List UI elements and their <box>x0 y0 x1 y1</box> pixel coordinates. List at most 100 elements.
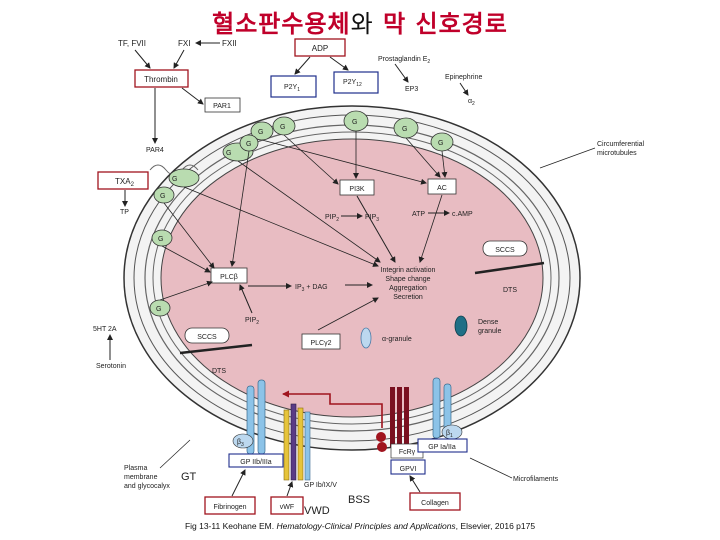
par4-label: PAR4 <box>146 147 164 154</box>
cellular-response: Integrin activation Shape change Aggrega… <box>381 267 436 301</box>
thrombin-label: Thrombin <box>144 75 178 84</box>
svg-text:G: G <box>258 129 263 136</box>
vwf-label: vWF <box>280 504 294 511</box>
fxi-label: FXI <box>178 39 190 48</box>
pip3-label: PIP3 <box>365 214 379 223</box>
slide-title: 혈소판수용체와 막 신호경로 <box>0 4 720 39</box>
adp-box <box>294 38 346 57</box>
vwd-label: VWD <box>304 505 330 517</box>
svg-text:G: G <box>158 236 163 243</box>
pip2-to-plcb-arrow <box>239 284 253 314</box>
p2y1-label: P2Y1 <box>284 84 300 93</box>
epinephrine-label: Epinephrine <box>445 74 482 81</box>
microfilaments-pointer <box>469 457 513 479</box>
dense-granule-label-1: Dense <box>478 319 498 326</box>
gp-iib-iiia-label: GP IIb/IIIa <box>240 459 271 466</box>
microtubule-ring-inner <box>152 131 552 425</box>
adp-to-p2y1-arrow <box>294 56 311 75</box>
svg-text:G: G <box>402 126 407 133</box>
gpvi-label: GPVI <box>400 466 417 473</box>
svg-text:G: G <box>352 119 357 126</box>
plasma-label-1: Plasma <box>124 465 147 472</box>
ht2a-label: 5HT 2A <box>93 326 117 333</box>
gt-label: GT <box>181 471 197 483</box>
gp-iib-iiia-box <box>228 453 284 468</box>
pip2-label-b: PIP2 <box>245 317 259 326</box>
collagen-box <box>409 492 461 511</box>
svg-text:G: G <box>226 150 231 157</box>
beta3-right-label: β1 <box>446 430 453 439</box>
gpvi-box <box>390 459 426 475</box>
svg-text:Secretion: Secretion <box>393 294 423 301</box>
cytoplasm <box>160 138 544 418</box>
pi3k-label: PI3K <box>349 186 365 193</box>
txa2-box <box>97 171 149 190</box>
tf-to-thrombin-arrow <box>134 49 151 69</box>
collagen-arrow <box>409 475 421 493</box>
adp-label: ADP <box>312 44 328 53</box>
ep3-label: EP3 <box>405 86 418 93</box>
atp-label: ATP <box>412 211 425 218</box>
signaling-arrows <box>159 131 448 331</box>
vwf-box <box>270 496 304 515</box>
gp-ib-label: GP Ib/IX/V <box>304 482 337 489</box>
sccs-box-left <box>184 327 230 344</box>
dts-bar-right <box>474 261 545 275</box>
title-red-tail: 막 신호경로 <box>383 10 508 38</box>
plcg2-box <box>301 333 341 350</box>
g-proteins: G G G G G G G G G G G <box>149 110 454 317</box>
beta3-left-ellipse <box>232 433 254 449</box>
vwf-arrow <box>286 481 294 497</box>
svg-text:G: G <box>280 124 285 131</box>
svg-text:Integrin activation: Integrin activation <box>381 267 436 274</box>
par1-label: PAR1 <box>213 103 231 110</box>
alpha-granule-label: α-granule <box>382 336 412 343</box>
plasma-label-3: and glycocalyx <box>124 483 170 490</box>
dts-label-right: DTS <box>503 287 517 294</box>
circumferential-label: Circumferential <box>597 141 645 148</box>
collagen-label: Collagen <box>421 500 449 507</box>
beta3-left-label: β3 <box>237 439 244 448</box>
microtubules-pointer <box>539 147 596 169</box>
fibrinogen-arrow <box>231 469 246 497</box>
dts-bar-left <box>179 343 253 355</box>
microfilaments-label: Microfilaments <box>513 476 559 483</box>
svg-text:Aggregation: Aggregation <box>389 285 427 292</box>
serotonin-label: Serotonin <box>96 363 126 370</box>
svg-text:G: G <box>246 141 251 148</box>
prostaglandin-label: Prostaglandin E2 <box>378 56 430 65</box>
fibrinogen-label: Fibrinogen <box>213 504 246 511</box>
gp-ib-ix-v-receptor <box>283 403 311 481</box>
sccs-box-right <box>482 240 528 257</box>
p2y1-box <box>270 75 317 98</box>
ip3-dag-label: IP3 + DAG <box>295 284 328 293</box>
fxi-to-thrombin-arrow <box>173 49 185 69</box>
title-black-part: 와 <box>350 10 374 38</box>
p2y12-box <box>333 71 379 94</box>
camp-label: c.AMP <box>452 211 473 218</box>
fxii-label: FXII <box>222 39 237 48</box>
pi3k-to-response-arrow <box>356 195 396 263</box>
thrombin-box <box>134 69 189 88</box>
alpha2-label: α2 <box>468 98 475 107</box>
p2y12-label: P2Y12 <box>343 79 362 88</box>
ac-box <box>427 178 457 195</box>
plasma-label-2: membrane <box>124 474 158 481</box>
fibrinogen-box <box>204 496 256 515</box>
tf-fvii-label: TF, FVII <box>118 39 146 48</box>
gp-ia-iia-receptor <box>432 377 452 439</box>
plasma-pointer <box>159 439 191 469</box>
adp-to-p2y12-arrow <box>329 56 349 71</box>
pip2-label-a: PIP2 <box>325 214 339 223</box>
plcb-label: PLCβ <box>220 274 238 281</box>
highlight-red-arrow <box>282 390 383 428</box>
thrombin-to-par1-arrow <box>181 87 204 105</box>
epi-to-alpha2-arrow <box>459 82 469 96</box>
alpha-granule <box>360 327 372 349</box>
svg-text:G: G <box>172 176 177 183</box>
plcb-box <box>210 267 248 284</box>
pi3k-box <box>339 179 375 196</box>
fcr-label: FcRγ <box>399 449 416 456</box>
gp-ia-iia-label: GP Ia/IIa <box>428 444 456 451</box>
